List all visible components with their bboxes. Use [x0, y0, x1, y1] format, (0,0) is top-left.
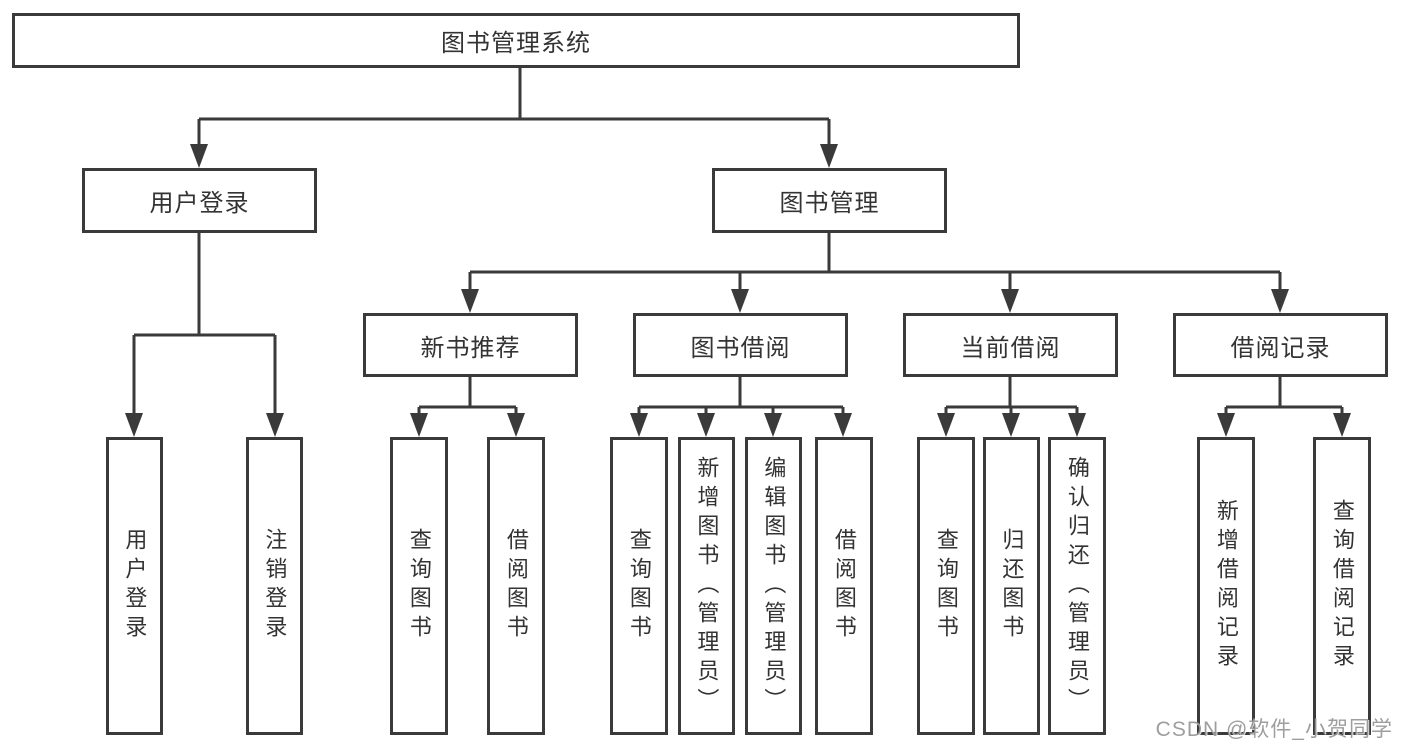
leaf-add-borrow-record: 新增借阅记录 [1197, 437, 1255, 735]
leaf-label: 查询借阅记录 [1329, 499, 1355, 673]
arrowheads [125, 144, 1351, 437]
arrow-to-book-management [820, 144, 838, 168]
leaf-query-borrow-record: 查询借阅记录 [1313, 437, 1371, 735]
leaf-borrow-books: 借阅图书 [815, 437, 873, 735]
edge-lines [132, 68, 1344, 414]
leaf-confirm-return-admin: 确认归还（管理员） [1048, 437, 1106, 735]
arrow-to-borrow-records [1271, 289, 1289, 313]
node-book-management: 图书管理 [712, 168, 947, 233]
leaf-add-books-admin: 新增图书（管理员） [678, 437, 735, 735]
leaf-query-books-current: 查询图书 [917, 437, 975, 735]
leaf-label: 新增借阅记录 [1213, 499, 1239, 673]
arrow-leaf [1068, 413, 1086, 437]
leaf-user-login: 用户登录 [106, 437, 163, 735]
arrow-leaf [630, 413, 648, 437]
arrow-leaf [1002, 413, 1020, 437]
arrow-leaf [507, 413, 525, 437]
arrow-leaf [125, 413, 143, 437]
leaf-label: 借阅图书 [503, 528, 529, 644]
leaf-borrow-books-recommend: 借阅图书 [487, 437, 545, 735]
leaf-label: 确认归还（管理员） [1064, 455, 1090, 717]
node-current-borrow: 当前借阅 [903, 313, 1118, 377]
arrow-to-book-borrow [731, 289, 749, 313]
leaf-label: 归还图书 [999, 528, 1025, 644]
leaf-query-books-recommend: 查询图书 [390, 437, 448, 735]
leaf-label: 借阅图书 [831, 528, 857, 644]
arrow-leaf [1333, 413, 1351, 437]
node-new-book-recommend: 新书推荐 [363, 313, 578, 377]
arrow-to-user-login [190, 144, 208, 168]
leaf-logout: 注销登录 [246, 437, 303, 735]
leaf-label: 查询图书 [406, 528, 432, 644]
csdn-watermark: CSDN @软件_小贺同学 [1155, 718, 1393, 741]
node-user-login: 用户登录 [82, 168, 317, 233]
arrow-leaf [266, 413, 284, 437]
leaf-label: 查询图书 [626, 528, 652, 644]
leaf-label: 编辑图书（管理员） [761, 455, 787, 717]
leaf-label: 注销登录 [262, 528, 288, 644]
leaf-label: 查询图书 [933, 528, 959, 644]
leaf-query-books-borrow: 查询图书 [610, 437, 668, 735]
arrow-leaf [410, 413, 428, 437]
leaf-return-books: 归还图书 [983, 437, 1040, 735]
leaf-edit-books-admin: 编辑图书（管理员） [745, 437, 802, 735]
node-book-borrow: 图书借阅 [633, 313, 848, 377]
leaf-label: 用户登录 [122, 528, 148, 644]
leaf-label: 新增图书（管理员） [694, 455, 720, 717]
arrow-to-new-book-recommend [461, 289, 479, 313]
arrow-leaf [697, 413, 715, 437]
arrow-leaf [764, 413, 782, 437]
arrow-leaf [1217, 413, 1235, 437]
arrow-to-current-borrow [1001, 289, 1019, 313]
node-borrow-records: 借阅记录 [1173, 313, 1388, 377]
node-root: 图书管理系统 [12, 13, 1020, 68]
arrow-leaf [834, 413, 852, 437]
arrow-leaf [937, 413, 955, 437]
